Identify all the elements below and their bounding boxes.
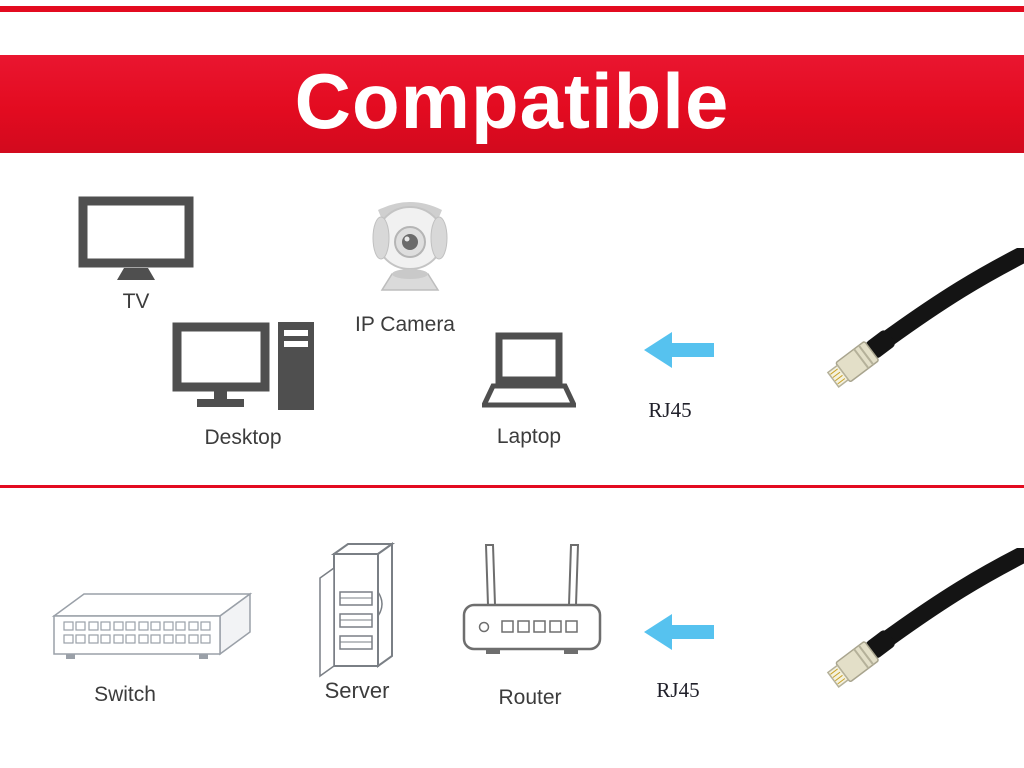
laptop-label: Laptop xyxy=(496,425,562,448)
ip-camera-icon xyxy=(358,190,462,294)
tv-icon xyxy=(78,196,194,284)
server-label: Server xyxy=(324,678,390,703)
switch-label: Switch xyxy=(94,683,156,706)
rj45-label-bottom: RJ45 xyxy=(656,678,700,702)
arrow-left-icon xyxy=(644,614,714,650)
ip-camera-label: IP Camera xyxy=(355,313,455,336)
top-accent-line xyxy=(0,6,1024,12)
banner-title: Compatible xyxy=(294,57,730,145)
desktop-icon xyxy=(172,320,320,422)
desktop-label: Desktop xyxy=(204,426,282,449)
router-label: Router xyxy=(498,686,562,709)
arrow-left-icon xyxy=(644,332,714,368)
laptop-icon xyxy=(482,332,576,416)
ethernet-cable-icon xyxy=(786,548,1024,698)
tv-label: TV xyxy=(122,290,150,313)
switch-icon xyxy=(42,582,257,670)
ethernet-cable-icon xyxy=(786,248,1024,398)
banner: Compatible xyxy=(0,55,1024,153)
router-icon xyxy=(460,543,604,667)
section-divider xyxy=(0,485,1024,488)
server-icon xyxy=(312,540,398,678)
rj45-label-top: RJ45 xyxy=(648,398,692,422)
